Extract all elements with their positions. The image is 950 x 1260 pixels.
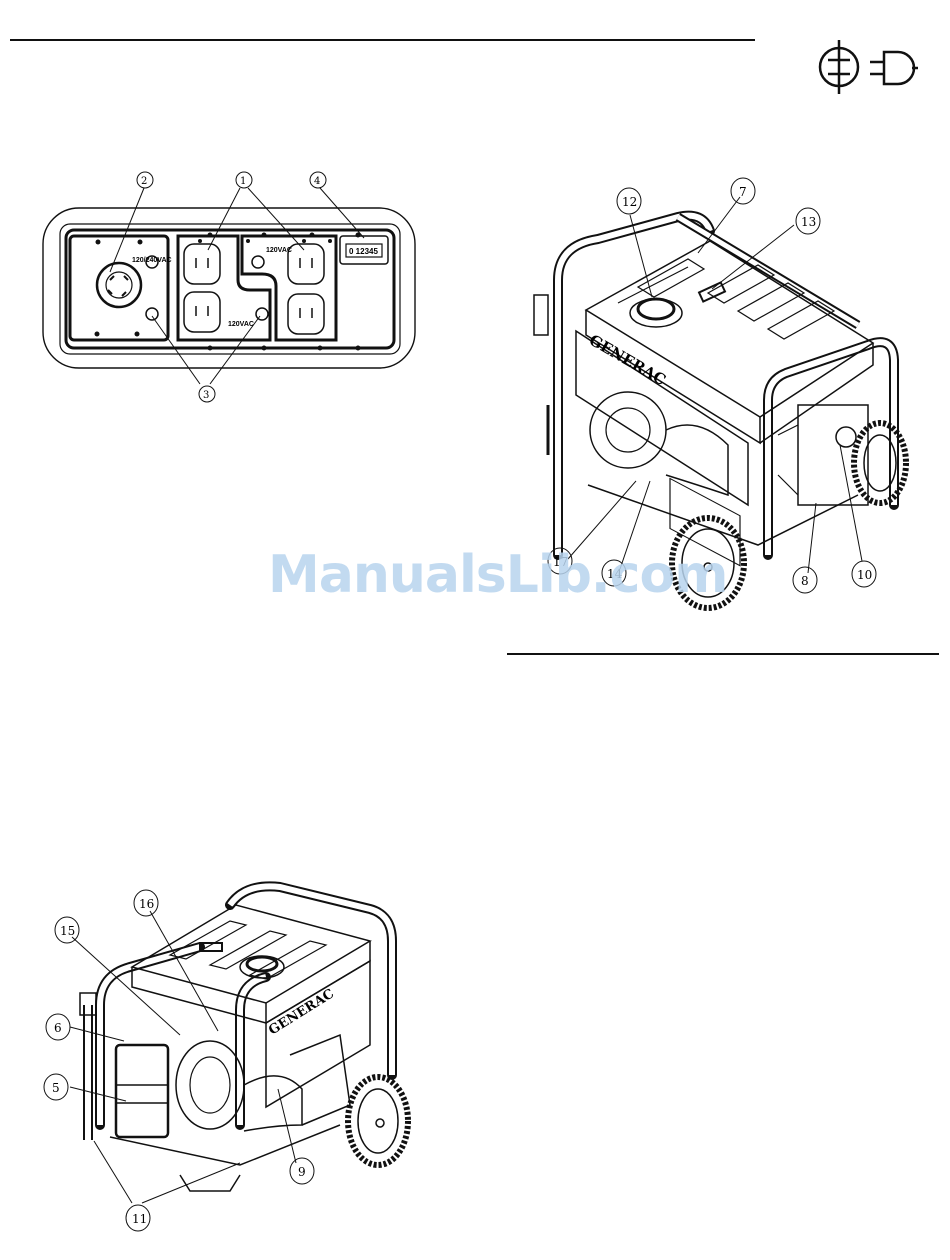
callout-8: 8 <box>801 574 809 588</box>
callout-5: 5 <box>52 1081 60 1095</box>
callout-2: 2 <box>141 176 147 187</box>
callout-4: 4 <box>314 176 320 187</box>
generator-rear-view: GENERAC 16 15 6 5 9 11 <box>40 875 420 1245</box>
callout-9: 9 <box>298 1165 306 1179</box>
callout-16: 16 <box>139 897 154 911</box>
callout-13: 13 <box>801 215 816 229</box>
label-240vac: 120/240VAC <box>132 257 172 264</box>
section-rule <box>507 653 939 655</box>
rear-brand-logo: GENERAC <box>266 986 337 1038</box>
label-120vac-bottom: 120VAC <box>228 321 254 328</box>
ground-symbol-icon <box>815 38 863 96</box>
callout-15: 15 <box>60 924 75 938</box>
callout-7: 7 <box>739 185 747 199</box>
control-panel-figure: 120/240VAC 120VAC 120VAC 0 12345 2 1 4 3 <box>40 168 420 408</box>
callout-3: 3 <box>203 390 209 401</box>
callout-11: 11 <box>132 1212 147 1226</box>
callout-6: 6 <box>54 1021 62 1035</box>
front-brand-logo: GENERAC <box>586 331 669 389</box>
watermark: ManualsLib.com <box>268 545 698 615</box>
callout-12: 12 <box>622 195 637 209</box>
plug-icon <box>868 48 920 88</box>
label-120vac-top: 120VAC <box>266 247 292 254</box>
callout-10: 10 <box>857 568 872 582</box>
header-rule <box>10 39 755 41</box>
callout-1: 1 <box>240 176 246 187</box>
hour-meter: 0 12345 <box>349 247 378 256</box>
